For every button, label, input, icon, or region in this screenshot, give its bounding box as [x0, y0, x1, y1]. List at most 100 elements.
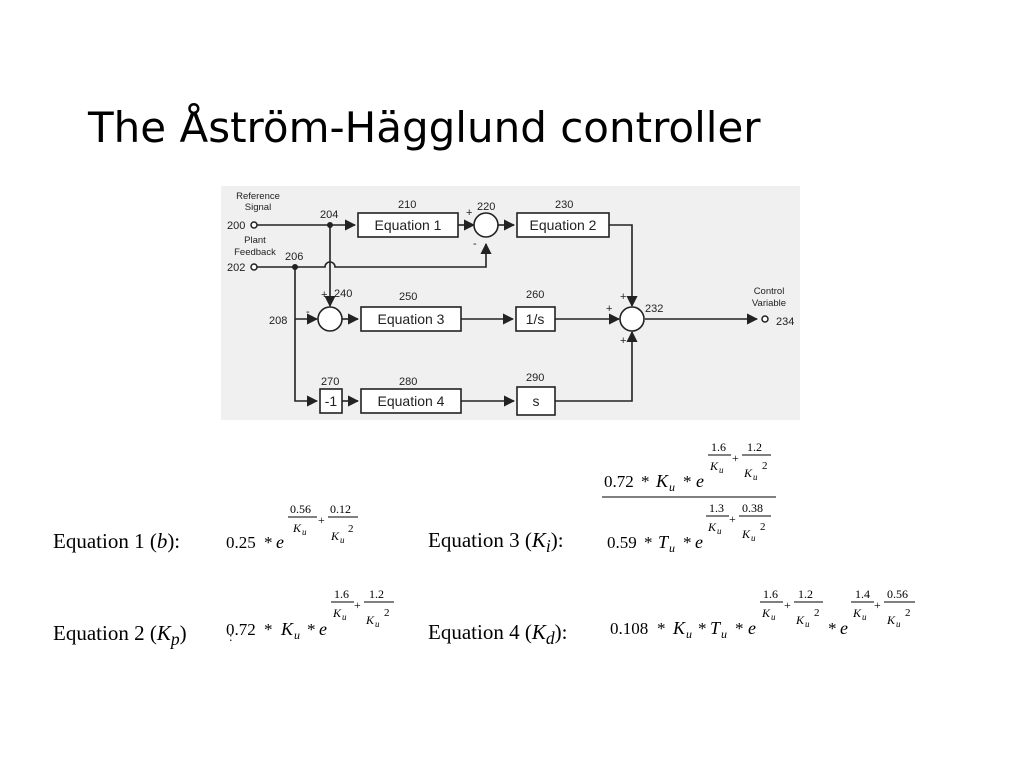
svg-text:K: K [292, 521, 302, 535]
svg-text:0.108: 0.108 [610, 619, 648, 638]
svg-text:K: K [672, 618, 686, 638]
sign-240-minus: - [306, 306, 310, 318]
svg-text:e: e [319, 619, 327, 639]
svg-text:*: * [735, 619, 744, 638]
svg-text:*: * [264, 533, 273, 552]
svg-text:u: u [771, 612, 776, 622]
svg-text:+: + [784, 598, 791, 612]
svg-text:0.25: 0.25 [226, 533, 256, 552]
equation-2-label: Equation 2 (Kp) [53, 621, 187, 650]
label-post: ): [167, 529, 181, 553]
block-integrator-label: 1/s [526, 311, 545, 327]
svg-text:+: + [874, 598, 881, 612]
block-integrator [515, 306, 556, 332]
node-206: 206 [285, 251, 303, 263]
svg-text:1.6: 1.6 [763, 587, 778, 601]
junction-206 [292, 264, 298, 270]
svg-text:K: K [761, 606, 771, 620]
summing-junction-232 [619, 306, 645, 332]
svg-text:*: * [698, 619, 707, 638]
equation-4-label: Equation 4 (Kd): [428, 620, 567, 649]
summing-junction-220 [473, 212, 499, 238]
label-post: ) [179, 621, 187, 645]
svg-text:2: 2 [384, 607, 390, 619]
node-280: 280 [399, 376, 417, 388]
node-260: 260 [526, 289, 544, 301]
svg-text:*: * [264, 620, 273, 639]
junction-204 [327, 222, 333, 228]
svg-text:e: e [840, 618, 848, 638]
block-derivative [516, 386, 556, 416]
wire-eq2-out [609, 224, 638, 308]
output-terminal-234 [761, 315, 769, 323]
svg-text:u: u [805, 619, 810, 629]
symbol: K [531, 528, 546, 552]
svg-text:K: K [707, 520, 717, 534]
svg-text:+: + [732, 451, 739, 465]
svg-text:u: u [862, 612, 867, 622]
block-equation-2-label: Equation 2 [530, 217, 597, 233]
svg-text:0.59: 0.59 [607, 533, 637, 552]
svg-text:*: * [683, 472, 692, 491]
wire-206-down [294, 267, 319, 407]
equation-1-label: Equation 1 (b): [53, 529, 180, 554]
label-pre: Equation 4 ( [428, 620, 532, 644]
node-250: 250 [399, 291, 417, 303]
svg-text:u: u [340, 535, 345, 545]
svg-text:2: 2 [760, 521, 766, 533]
label-pre: Equation 1 ( [53, 529, 157, 553]
block-diagram: Reference Signal Plant Feedback Control … [221, 186, 800, 420]
node-210: 210 [398, 199, 416, 211]
node-232: 232 [645, 303, 663, 315]
node-290: 290 [526, 372, 544, 384]
svg-text:K: K [709, 459, 719, 473]
svg-text:u: u [294, 628, 300, 642]
svg-text:1.4: 1.4 [855, 587, 870, 601]
plant-feedback-label: Plant [244, 235, 266, 246]
sign-232-plus-top: + [620, 291, 626, 303]
svg-text:*: * [828, 619, 837, 638]
subscript: i [545, 536, 551, 557]
svg-text:K: K [743, 466, 753, 480]
symbol: K [156, 621, 171, 645]
svg-text:1.2: 1.2 [369, 587, 384, 601]
block-equation-1 [357, 212, 459, 238]
node-230: 230 [555, 199, 573, 211]
equation-4-expression: 0.108 * K u * T u * e 1.6 K u + 1.2 K u … [610, 587, 915, 641]
svg-text:0.12: 0.12 [330, 502, 351, 516]
svg-text:*: * [657, 619, 666, 638]
reference-signal-label: Reference [236, 191, 280, 202]
svg-text:K: K [365, 613, 375, 627]
block-equation-4 [360, 388, 462, 414]
plant-feedback-label: Feedback [234, 247, 276, 258]
wire-derivative-out [555, 330, 638, 402]
control-variable-label: Variable [752, 298, 786, 309]
svg-text:K: K [795, 613, 805, 627]
node-240: 240 [334, 288, 352, 300]
svg-text::: : [229, 629, 233, 644]
svg-text:1.2: 1.2 [798, 587, 813, 601]
equation-1-expression: 0.25 * e 0.56 K u + 0.12 K u 2 [226, 502, 358, 552]
svg-text:1.6: 1.6 [334, 587, 349, 601]
svg-text:u: u [717, 526, 722, 536]
sign-232-plus-bottom: + [620, 335, 626, 347]
svg-text:u: u [751, 533, 756, 543]
svg-text:*: * [641, 472, 650, 491]
svg-text:2: 2 [814, 607, 820, 619]
svg-text:0.72: 0.72 [604, 472, 634, 491]
svg-text:2: 2 [905, 607, 911, 619]
sign-232-plus-left: + [606, 303, 612, 315]
slide-title: The Åström-Hägglund controller [88, 103, 761, 152]
svg-text:1.3: 1.3 [709, 501, 724, 515]
svg-text:2: 2 [762, 460, 768, 472]
svg-text:u: u [302, 527, 307, 537]
svg-text:2: 2 [348, 523, 354, 535]
svg-text:*: * [307, 620, 316, 639]
svg-text:u: u [686, 627, 692, 641]
svg-text:*: * [644, 533, 653, 552]
sign-220-plus: + [466, 207, 472, 219]
svg-text:0.72: 0.72 [226, 620, 256, 639]
svg-text:u: u [721, 627, 727, 641]
label-pre: Equation 3 ( [428, 528, 532, 552]
block-equation-3-label: Equation 3 [378, 311, 445, 327]
